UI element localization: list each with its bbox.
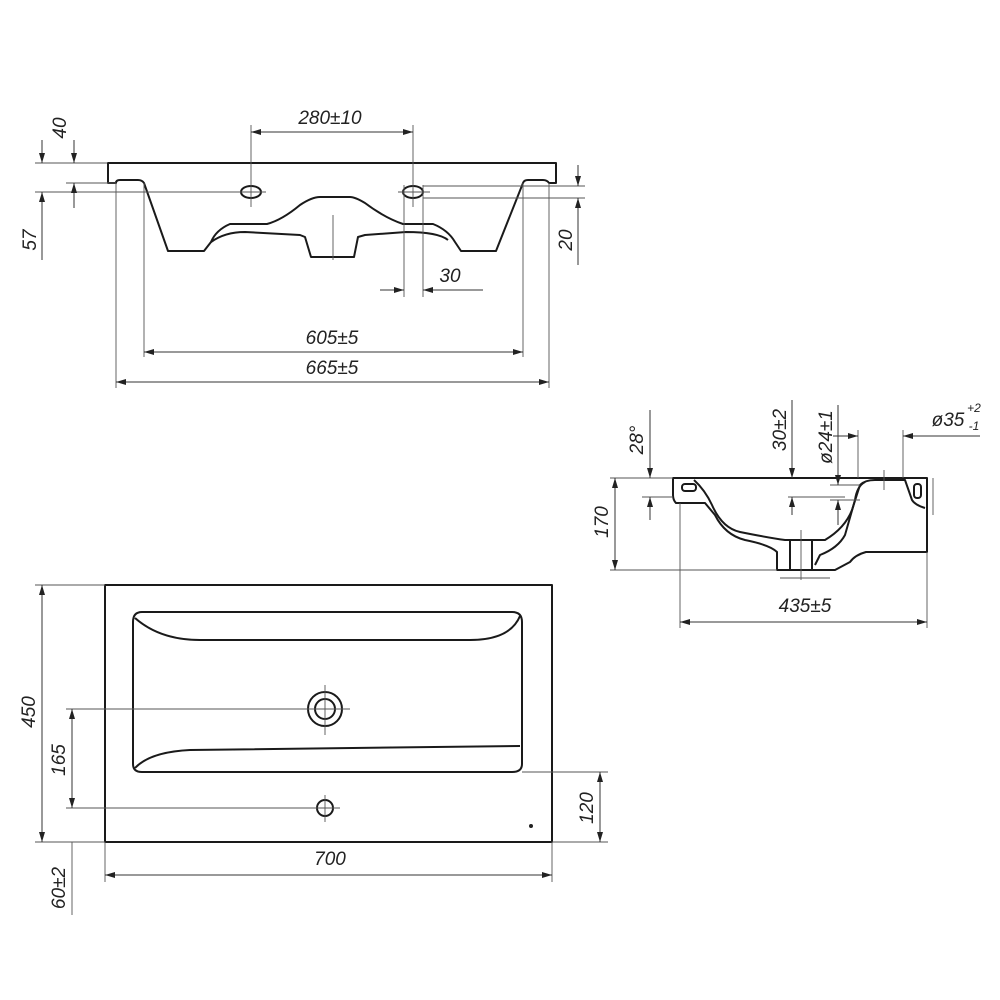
dim-drain-offset: 165 [49,744,70,776]
dim-section-height: 170 [592,506,613,538]
section-outline [672,477,928,571]
dim-outer-width: 665±5 [306,358,359,379]
dim-overflow-diameter: ø24±1 [816,410,837,464]
dim-drain-tol-upper: +2 [967,401,981,415]
dim-angle: 28° [627,425,648,455]
front-view-inner-contour [210,231,449,258]
dim-tap-hole-spacing: 280±10 [297,108,362,129]
dim-drain-tol-lower: -1 [969,419,980,433]
dim-inner-width: 605±5 [306,328,359,349]
dim-drain-diameter: ø35 [932,410,965,431]
dim-basin-front: 120 [577,792,598,824]
section-inner-wall [693,479,926,541]
dim-top-depth: 450 [19,696,40,728]
dim-top-width: 700 [314,849,346,870]
marker-dot [529,824,533,828]
dim-rim-thickness: 40 [50,117,71,139]
dim-drain-depth: 30±2 [770,409,791,452]
front-view: 280±10 30 605±5 665±5 40 57 20 [20,108,585,388]
basin-front-slope [134,745,521,769]
basin-back-slope [134,615,521,641]
overflow-hole [913,483,922,499]
section-overflow-channel [814,481,866,566]
dim-hole-height: 57 [20,228,41,251]
dim-hole-depth: 20 [556,229,577,252]
dim-overflow-offset: 60±2 [49,867,70,910]
front-view-outline [107,162,557,252]
dim-tap-hole-offset: 30 [439,266,461,287]
top-outline [104,584,553,843]
section-slot [681,483,697,492]
dim-section-depth: 435±5 [779,596,832,617]
top-view: 450 165 120 700 60±2 [19,584,608,915]
section-view: 170 28° 30±2 ø24±1 ø35 +2 -1 435±5 [592,400,981,628]
